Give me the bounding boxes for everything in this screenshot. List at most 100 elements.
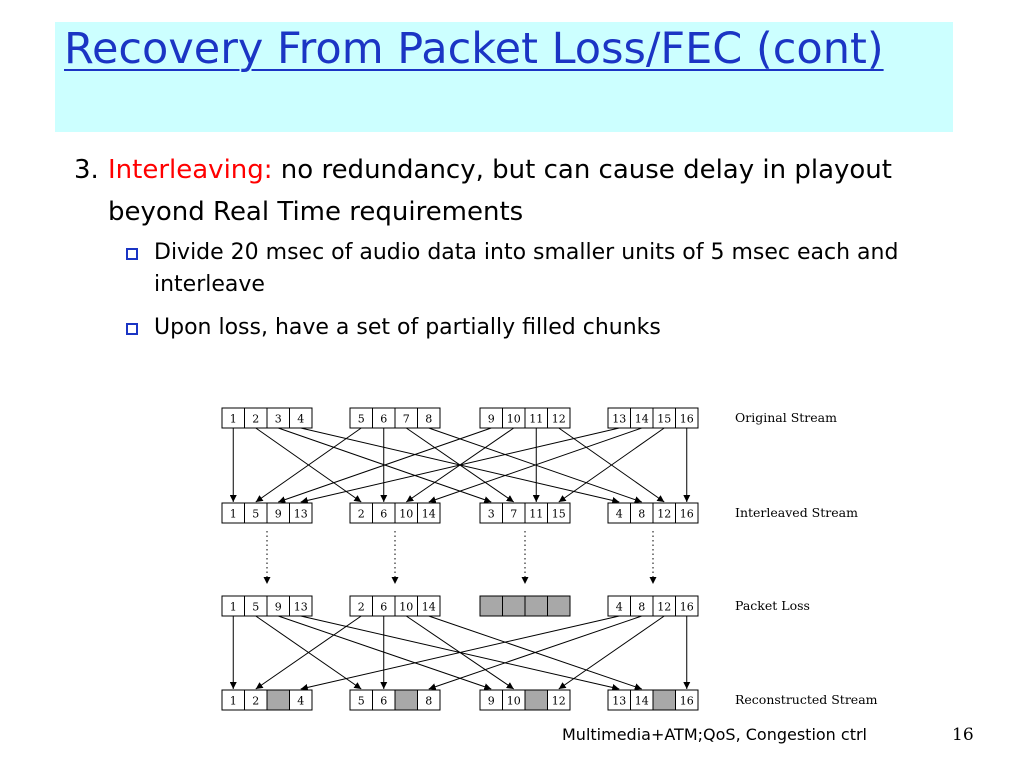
packet-cell xyxy=(675,502,699,524)
cell-number: 10 xyxy=(507,695,521,708)
cell-number: 1 xyxy=(230,601,237,614)
cell-number: 3 xyxy=(275,413,282,426)
mapping-arrow xyxy=(278,615,492,691)
row-label: Interleaved Stream xyxy=(735,505,858,520)
cell-number: 9 xyxy=(275,508,282,521)
cell-number: 8 xyxy=(638,601,645,614)
lost-cell xyxy=(524,689,548,711)
point-number: 3. xyxy=(74,155,99,185)
packet-cell xyxy=(547,502,571,524)
cell-number: 4 xyxy=(297,413,304,426)
mapping-arrow xyxy=(558,427,665,503)
cell-number: 6 xyxy=(380,695,387,708)
cell-number: 12 xyxy=(657,601,671,614)
packet-cell xyxy=(289,407,313,429)
subpoint-loss: Upon loss, have a set of partially fille… xyxy=(126,312,946,344)
lost-cell xyxy=(394,689,418,711)
packet: 4 8 12 16 xyxy=(607,595,699,617)
row-label: Packet Loss xyxy=(735,598,810,613)
mapping-arrow xyxy=(255,615,362,690)
packet xyxy=(479,595,571,617)
mapping-arrow xyxy=(300,615,620,691)
packet: 1 2 4 xyxy=(221,689,313,711)
lost-cell xyxy=(524,595,548,617)
packet: 3 7 11 15 xyxy=(479,502,571,524)
subpoint-text: Divide 20 msec of audio data into smalle… xyxy=(154,240,899,297)
point-text: Interleaving: no redundancy, but can cau… xyxy=(74,149,954,233)
cell-number: 15 xyxy=(657,413,671,426)
cell-number: 13 xyxy=(612,695,626,708)
cell-number: 10 xyxy=(399,508,413,521)
lost-cell xyxy=(502,595,526,617)
cell-number: 1 xyxy=(230,508,237,521)
mapping-arrow xyxy=(428,615,642,691)
packet-cell xyxy=(547,407,571,429)
mapping-arrow xyxy=(300,427,620,504)
lost-cell xyxy=(652,689,676,711)
cell-number: 13 xyxy=(612,413,626,426)
slide-title: Recovery From Packet Loss/FEC (cont) xyxy=(64,24,884,74)
cell-number: 12 xyxy=(552,695,566,708)
packet-cell xyxy=(675,407,699,429)
cell-number: 1 xyxy=(230,695,237,708)
packet-cell xyxy=(547,689,571,711)
packet-cell xyxy=(289,502,313,524)
cell-number: 13 xyxy=(294,508,308,521)
cell-number: 12 xyxy=(657,508,671,521)
cell-number: 6 xyxy=(380,413,387,426)
cell-number: 16 xyxy=(680,413,694,426)
row-label: Reconstructed Stream xyxy=(735,692,878,707)
cell-number: 2 xyxy=(252,413,259,426)
packet-cell xyxy=(289,689,313,711)
cell-number: 14 xyxy=(635,413,649,426)
cell-number: 2 xyxy=(358,508,365,521)
cell-number: 9 xyxy=(488,413,495,426)
point-description: no redundancy, but can cause delay in pl… xyxy=(108,155,892,227)
lost-cell xyxy=(479,595,503,617)
row-label: Original Stream xyxy=(735,410,837,425)
cell-number: 16 xyxy=(680,695,694,708)
mapping-arrow xyxy=(255,427,362,503)
cell-number: 3 xyxy=(488,508,495,521)
packet-cell xyxy=(417,407,441,429)
cell-number: 11 xyxy=(529,508,543,521)
subpoint-text: Upon loss, have a set of partially fille… xyxy=(154,315,661,340)
cell-number: 14 xyxy=(422,508,436,521)
cell-number: 1 xyxy=(230,413,237,426)
packet-cell xyxy=(675,689,699,711)
lost-cell xyxy=(547,595,571,617)
cell-number: 8 xyxy=(638,508,645,521)
cell-number: 2 xyxy=(252,695,259,708)
cell-number: 4 xyxy=(297,695,304,708)
cell-number: 14 xyxy=(422,601,436,614)
cell-number: 10 xyxy=(507,413,521,426)
cell-number: 15 xyxy=(552,508,566,521)
cell-number: 4 xyxy=(616,601,623,614)
main-point: 3. Interleaving: no redundancy, but can … xyxy=(74,149,954,233)
cell-number: 16 xyxy=(680,601,694,614)
diagram-arrows xyxy=(229,427,691,691)
cell-number: 6 xyxy=(380,508,387,521)
packet-cell xyxy=(289,595,313,617)
cell-number: 12 xyxy=(552,413,566,426)
packet-cell xyxy=(417,689,441,711)
mapping-arrow xyxy=(428,427,642,504)
cell-number: 7 xyxy=(510,508,517,521)
mapping-arrow xyxy=(278,427,492,504)
packet: 13 14 15 16 xyxy=(607,407,699,429)
cell-number: 8 xyxy=(425,413,432,426)
cell-number: 16 xyxy=(680,508,694,521)
square-bullet-icon xyxy=(126,248,138,260)
packet: 2 6 10 14 xyxy=(349,502,441,524)
packet-cell xyxy=(417,595,441,617)
page-number: 16 xyxy=(952,725,974,745)
